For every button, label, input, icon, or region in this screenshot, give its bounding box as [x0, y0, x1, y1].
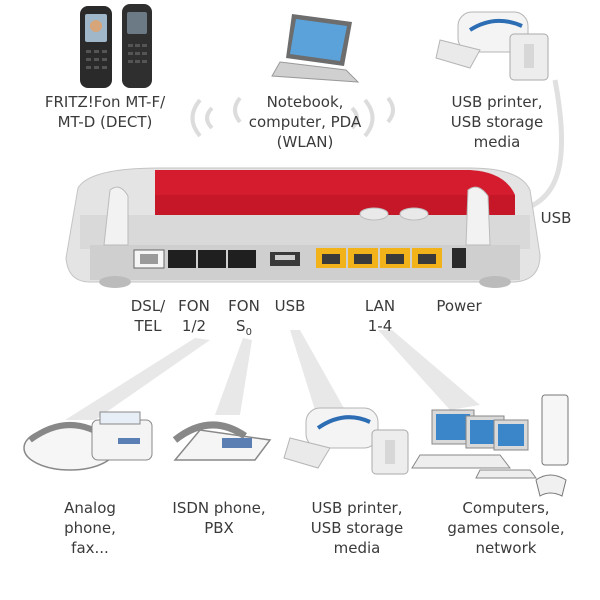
- port-label-fon-s0-sub: S: [236, 317, 246, 335]
- port-label-fon-s0: FON S0: [222, 296, 266, 343]
- usb-printer-top-icon: [435, 11, 549, 81]
- analog-phone-fax-icon: [23, 411, 153, 471]
- port-label-dsl: DSL/ TEL: [130, 297, 166, 335]
- computers-console-icon: [411, 394, 569, 497]
- port-label-fon-s0-subscript: 0: [245, 327, 252, 338]
- isdn-label: ISDN phone, PBX: [172, 499, 266, 537]
- port-power: [452, 248, 466, 268]
- dect-phones-icon: [80, 4, 152, 88]
- dect-phone-label: FRITZ!Fon MT-F/ MT-D (DECT): [44, 93, 166, 131]
- usb-printer-bottom-label: USB printer, USB storage media: [310, 499, 404, 557]
- wlan-waves-left: [190, 96, 242, 138]
- computers-label: Computers, games console, network: [447, 499, 565, 557]
- usb-side-label: USB: [540, 209, 572, 227]
- usb-printer-top-label: USB printer, USB storage media: [450, 93, 544, 151]
- router-body: [65, 167, 541, 288]
- port-label-fon12: FON 1/2: [178, 297, 210, 335]
- isdn-phone-icon: [172, 421, 272, 461]
- notebook-icon: [271, 14, 360, 83]
- port-label-power: Power: [436, 297, 482, 315]
- beam-analog: [65, 338, 210, 420]
- wlan-waves-right: [350, 96, 395, 138]
- port-label-fon-s0-main: FON: [228, 297, 260, 315]
- notebook-label: Notebook, computer, PDA (WLAN): [248, 93, 362, 151]
- port-fon1: [168, 250, 196, 268]
- analog-label: Analog phone, fax...: [64, 499, 116, 557]
- beam-usb: [290, 330, 345, 410]
- port-label-usb: USB: [274, 297, 306, 315]
- beam-isdn: [215, 338, 252, 415]
- beam-lan: [378, 330, 480, 410]
- port-fon2: [198, 250, 226, 268]
- usb-printer-bottom-icon: [283, 407, 409, 475]
- port-fon-s0: [228, 250, 256, 268]
- port-label-lan: LAN 1-4: [364, 297, 396, 335]
